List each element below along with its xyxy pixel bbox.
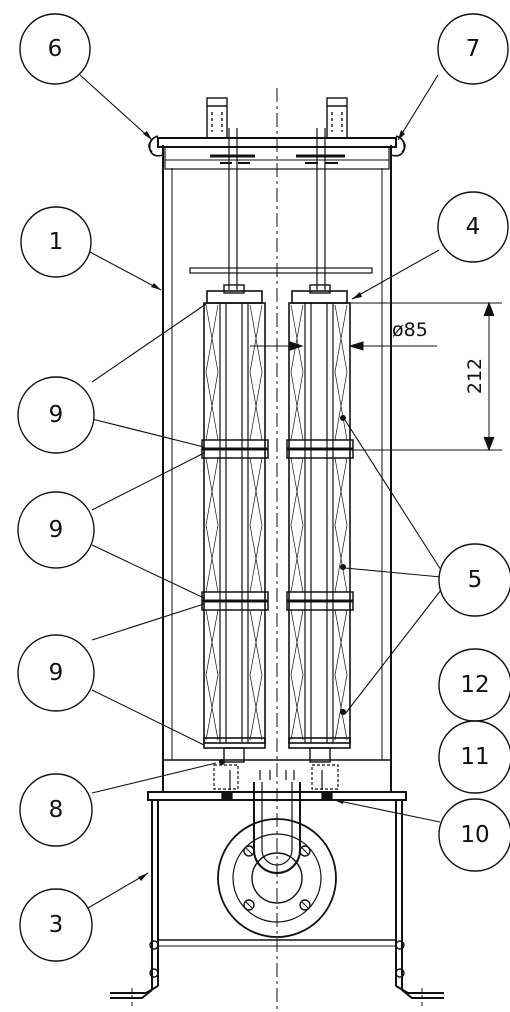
callout-4: 4	[437, 191, 509, 263]
callout-8: 8	[19, 773, 93, 847]
svg-text:9: 9	[49, 660, 64, 686]
dimension-212	[350, 301, 502, 452]
callout-9-bottom: 9	[17, 634, 95, 712]
callout-12: 12	[438, 648, 510, 722]
callout-10: 10	[438, 798, 510, 872]
filter-cartridge-right	[286, 284, 354, 763]
svg-text:8: 8	[49, 797, 64, 823]
tie-rods	[189, 128, 373, 290]
top-nozzles	[206, 97, 348, 139]
svg-text:6: 6	[48, 36, 63, 62]
svg-text:10: 10	[460, 822, 489, 848]
flange-clamps	[148, 135, 406, 157]
cartridge-markers	[219, 415, 346, 765]
svg-text:12: 12	[460, 672, 489, 698]
dimension-85	[250, 341, 437, 351]
svg-text:9: 9	[49, 402, 64, 428]
svg-text:11: 11	[460, 744, 489, 770]
svg-text:1: 1	[49, 229, 64, 255]
svg-text:4: 4	[466, 214, 481, 240]
callout-3: 3	[19, 888, 93, 962]
callout-9-middle: 9	[17, 491, 95, 569]
leader-arrowheads	[138, 130, 405, 881]
callout-11: 11	[438, 720, 510, 794]
svg-text:3: 3	[49, 912, 64, 938]
callout-9-top: 9	[17, 376, 95, 454]
svg-text:7: 7	[466, 36, 481, 62]
dimension-height-label: 212	[464, 358, 486, 394]
dimension-diameter-label: ø85	[392, 319, 428, 341]
svg-text:9: 9	[49, 517, 64, 543]
bottom-outlet	[213, 764, 339, 874]
svg-text:5: 5	[468, 567, 483, 593]
filter-cartridge-left	[201, 284, 269, 763]
callout-6: 6	[19, 13, 91, 85]
base-stand	[110, 791, 444, 1008]
callout-7: 7	[437, 13, 509, 85]
callout-5: 5	[438, 543, 510, 617]
leader-lines	[79, 74, 442, 909]
callout-1: 1	[20, 206, 92, 278]
base-bolts	[149, 940, 405, 978]
outlet-flange	[217, 818, 337, 938]
